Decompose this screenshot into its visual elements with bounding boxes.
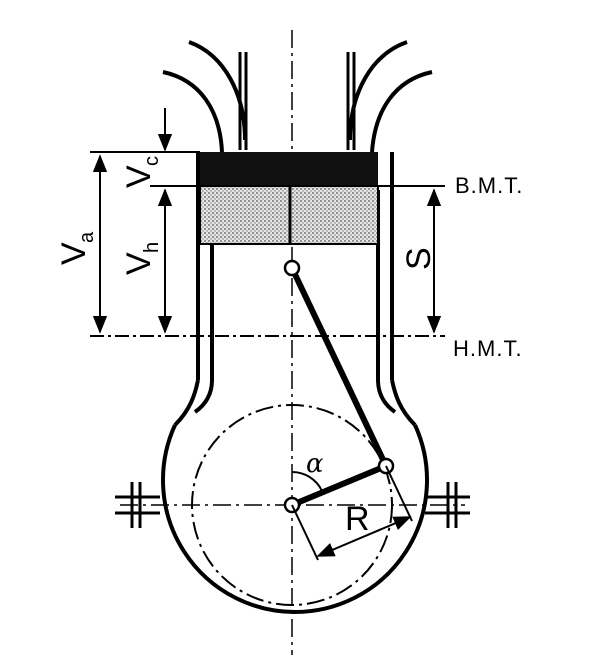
svg-text:V: V (120, 252, 158, 275)
crankcase (161, 379, 429, 614)
intake-exhaust-ports (162, 40, 433, 153)
piston-pin (283, 259, 301, 277)
reference-lines (90, 151, 445, 337)
label-angle: α (306, 449, 324, 479)
connecting-rod (289, 266, 389, 468)
crank-arm (290, 463, 388, 508)
label-stroke: S (400, 247, 438, 270)
label-vh: V h (120, 242, 163, 275)
dimension-arrows (92, 108, 442, 561)
svg-text:a: a (76, 231, 98, 243)
label-bdc: H.M.T. (453, 336, 523, 361)
center-axes (120, 30, 465, 655)
radius-arrow (316, 516, 412, 557)
svg-text:h: h (141, 242, 163, 253)
label-va: V a (55, 231, 98, 265)
label-tdc: B.M.T. (455, 173, 523, 198)
svg-text:V: V (120, 165, 158, 188)
angle-arc (291, 470, 323, 492)
svg-text:c: c (141, 156, 163, 166)
label-vc: V c (120, 156, 163, 188)
combustion-chamber (200, 152, 378, 186)
svg-text:V: V (55, 242, 93, 265)
radius-ext-1 (291, 504, 319, 561)
label-radius: R (345, 500, 370, 538)
radius-ext-2 (385, 465, 413, 522)
